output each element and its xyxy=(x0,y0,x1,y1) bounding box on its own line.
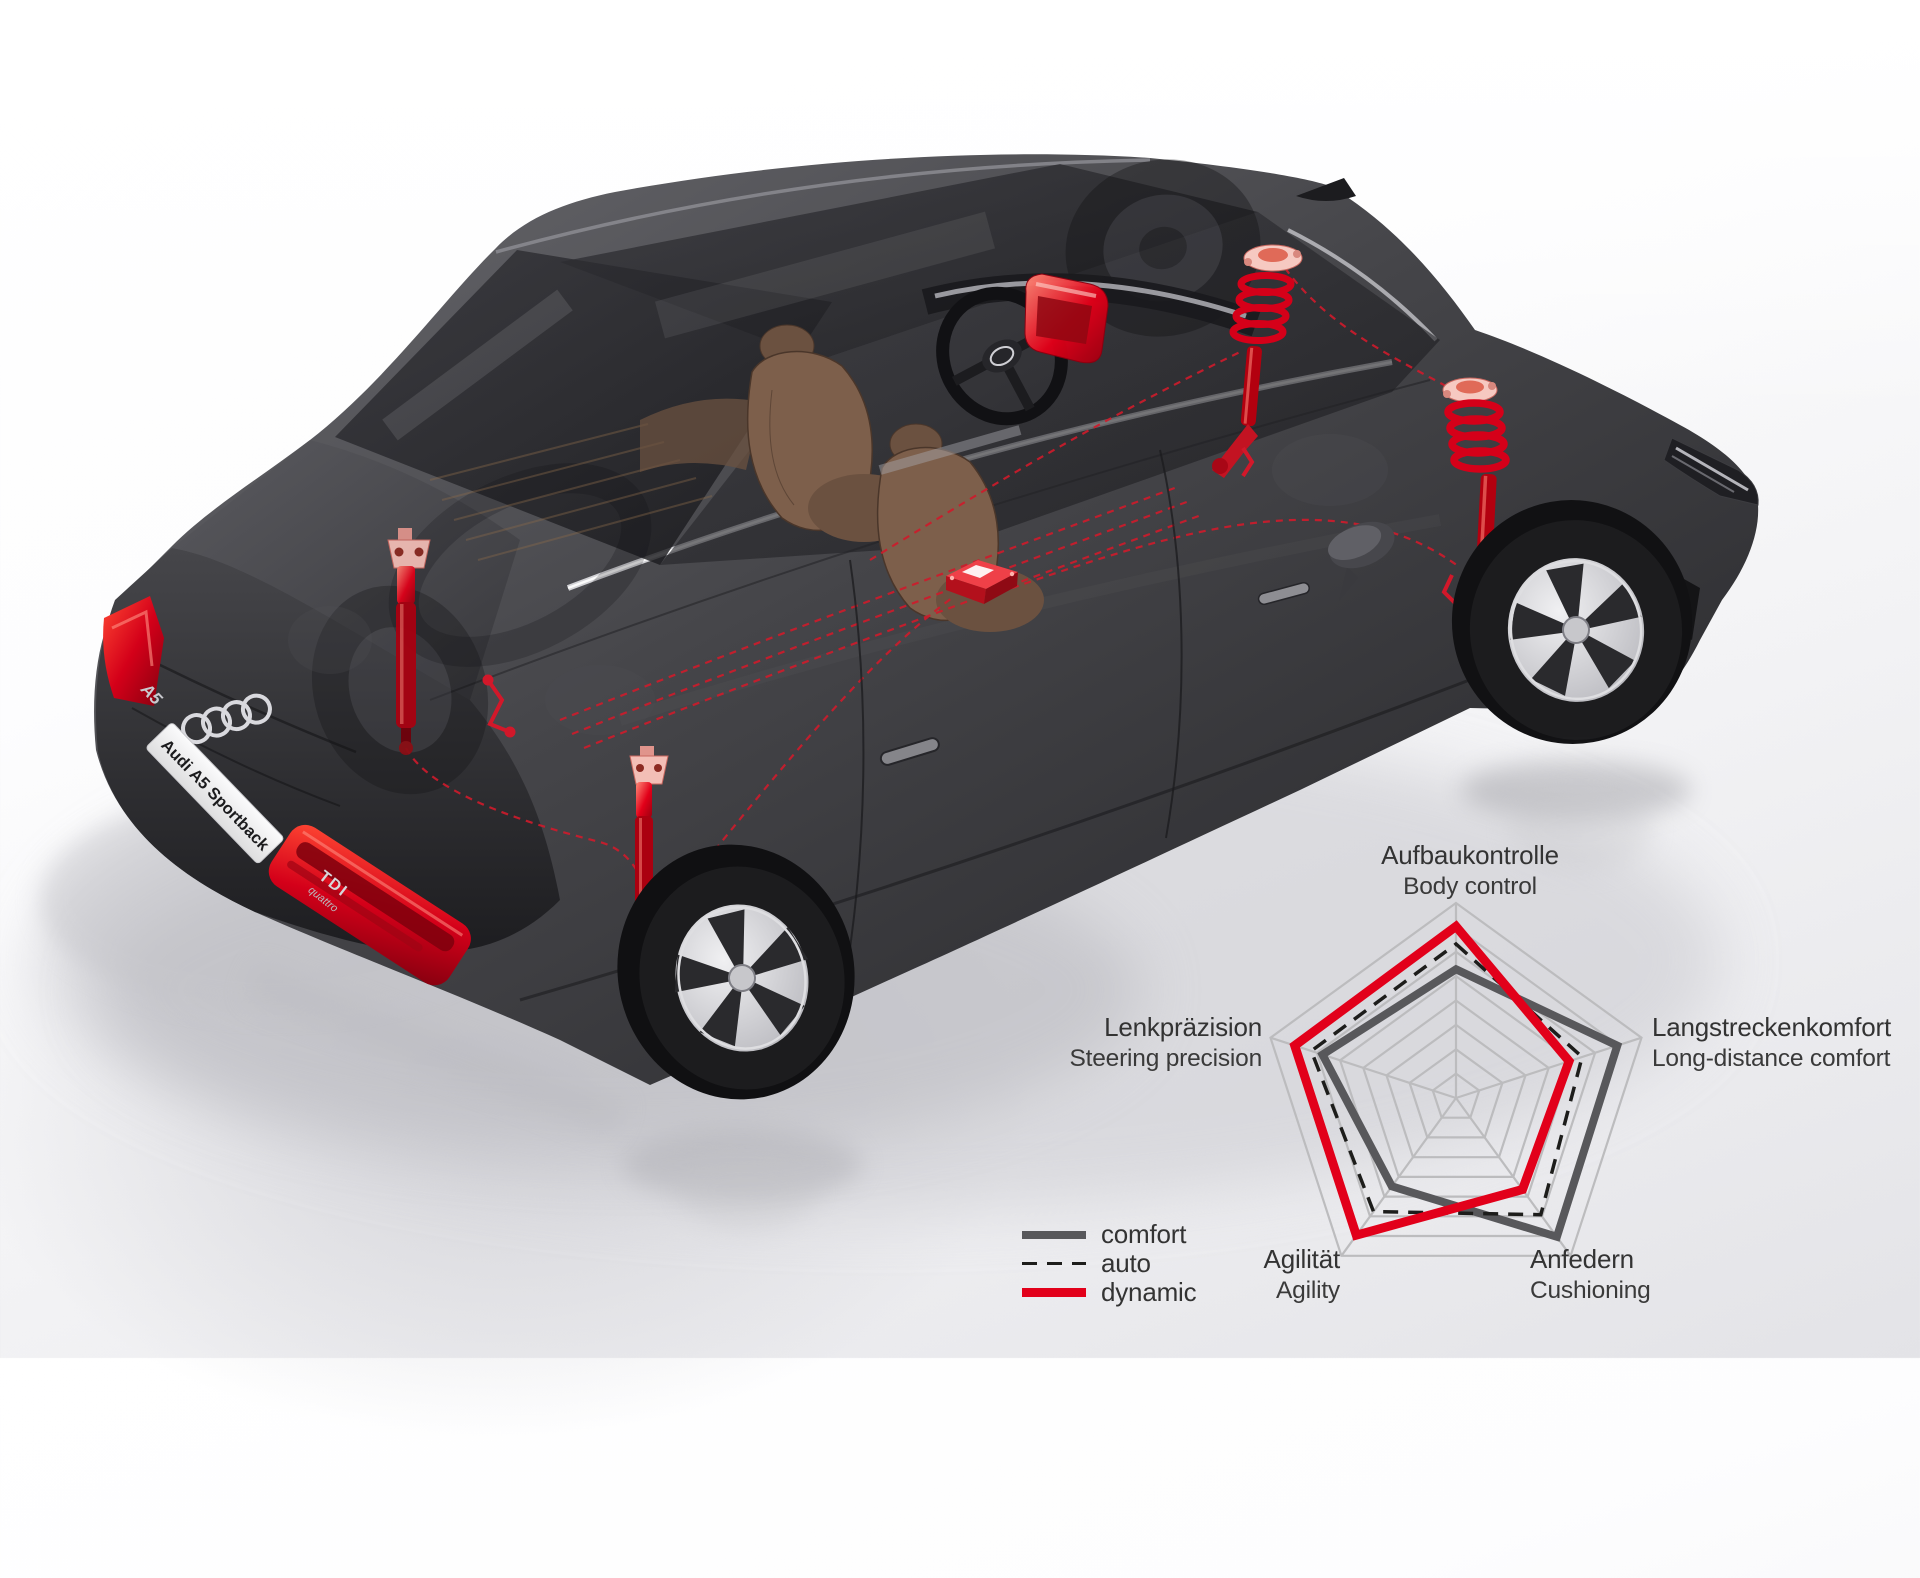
radar-series-dynamic xyxy=(1289,920,1575,1241)
door-handle-rear xyxy=(879,737,940,766)
dynamic-line-swatch xyxy=(1022,1288,1086,1297)
antenna-fin-icon xyxy=(1296,178,1356,201)
taillight-left-edge xyxy=(103,596,164,706)
legend-label: dynamic xyxy=(1101,1277,1197,1307)
legend-item-dynamic: dynamic xyxy=(1022,1277,1197,1307)
rear-window xyxy=(335,250,832,565)
door-handle-front xyxy=(1257,581,1310,606)
axis-label-en: Long-distance comfort xyxy=(1652,1045,1891,1072)
rear-fascia xyxy=(95,548,560,953)
axis-label-body-control: Aufbaukontrolle Body control xyxy=(1285,840,1655,902)
taillight-main xyxy=(268,824,471,986)
side-mirror xyxy=(1328,521,1395,601)
legend-item-auto: auto xyxy=(1022,1248,1196,1278)
chart-legend: comfort auto dynamic xyxy=(1022,1219,1197,1307)
interior xyxy=(640,273,1261,632)
roof-glass xyxy=(560,164,1258,360)
car-cutaway-illustration: Audi A5 Sportback A5 TDI quattro xyxy=(40,154,1759,1257)
axis-label-agility: Agilität Agility xyxy=(1040,1244,1341,1306)
floor-reflections xyxy=(242,760,1691,1230)
radar-chart-series xyxy=(1289,920,1623,1242)
legend-label: auto xyxy=(1101,1248,1151,1278)
audi-rings-logo xyxy=(181,693,272,745)
headlight xyxy=(1663,437,1759,506)
axis-label-en: Steering precision xyxy=(1069,1045,1262,1072)
axis-label-en: Body control xyxy=(1403,873,1537,900)
front-right-strut xyxy=(1212,244,1303,478)
axis-label-en: Cushioning xyxy=(1530,1277,1651,1304)
axis-label-cushioning: Anfedern Cushioning xyxy=(1530,1244,1830,1306)
axis-label-de: Langstreckenkomfort xyxy=(1652,1012,1891,1042)
comfort-line-swatch xyxy=(1022,1230,1086,1239)
legend-item-comfort: comfort xyxy=(1022,1219,1196,1249)
axis-label-long-distance-comfort: Langstreckenkomfort Long-distance comfor… xyxy=(1652,1012,1920,1074)
suspension-wiring xyxy=(405,267,1465,933)
radar-series-auto xyxy=(1309,941,1585,1217)
axis-label-de: Agilität xyxy=(1263,1244,1341,1274)
axis-label-de: Aufbaukontrolle xyxy=(1381,840,1559,870)
legend-label: comfort xyxy=(1101,1219,1187,1249)
instrument-cluster-highlight xyxy=(1024,273,1109,364)
suspension-ecu xyxy=(946,560,1018,604)
radar-series-comfort xyxy=(1317,964,1623,1242)
axis-label-steering-precision: Lenkpräzision Steering precision xyxy=(990,1012,1262,1074)
radar-chart-grid xyxy=(1269,901,1643,1257)
rear-bench xyxy=(640,398,762,472)
rear-ride-height-sensor xyxy=(482,674,516,738)
front-left-wheel xyxy=(1451,500,1693,744)
trunk-deck xyxy=(172,440,520,700)
axis-label-en: Agility xyxy=(1276,1277,1340,1304)
axis-label-de: Anfedern xyxy=(1530,1244,1634,1274)
rear-right-damper xyxy=(387,528,431,755)
rear-left-wheel xyxy=(617,844,855,1100)
auto-line-swatch xyxy=(1022,1262,1086,1265)
axis-label-de: Lenkpräzision xyxy=(1104,1012,1262,1042)
